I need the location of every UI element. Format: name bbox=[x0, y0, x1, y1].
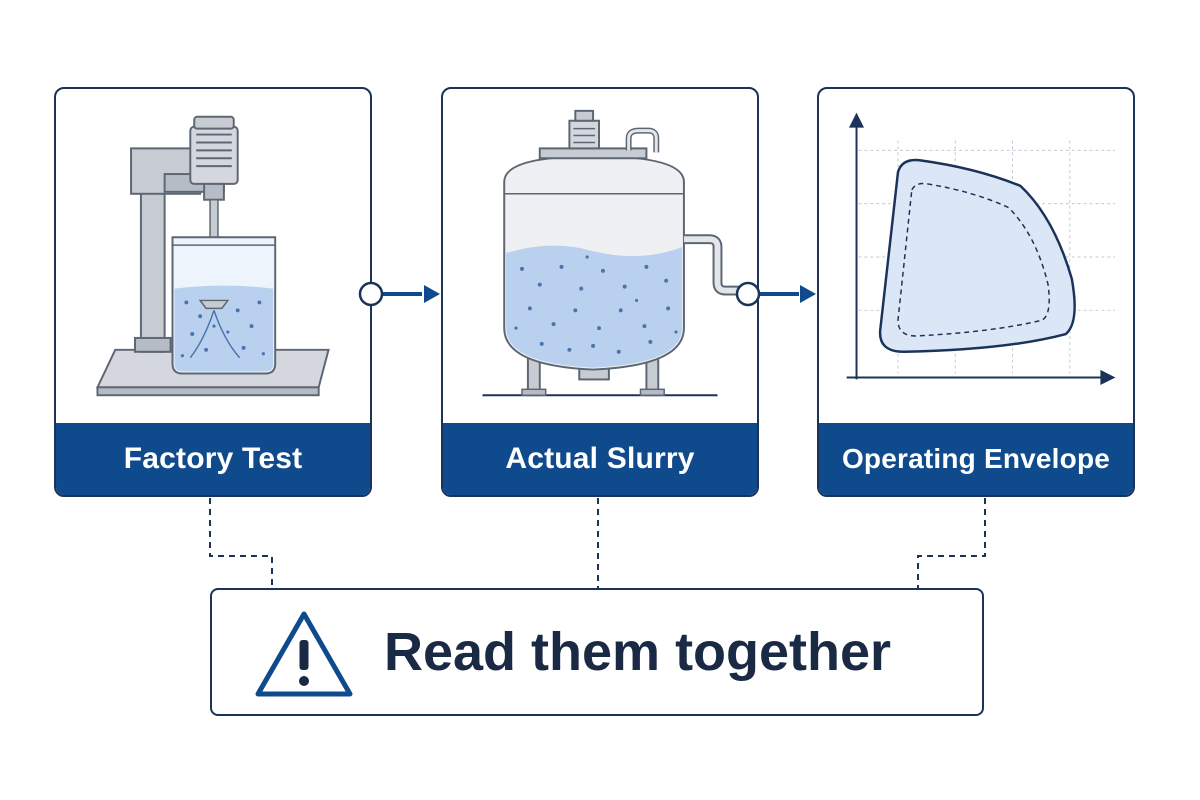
step-label: Actual Slurry bbox=[443, 423, 757, 495]
slurry-tank-icon bbox=[482, 109, 742, 397]
callout-text: Read them together bbox=[384, 622, 892, 682]
operating-envelope-card: Operating Envelope bbox=[817, 87, 1135, 497]
step-label: Operating Envelope bbox=[819, 423, 1133, 495]
mixer-beaker-icon bbox=[95, 115, 330, 397]
dashed-connector-1 bbox=[209, 498, 273, 590]
step-label: Factory Test bbox=[56, 423, 370, 495]
actual-slurry-card: Actual Slurry bbox=[441, 87, 759, 497]
callout-box: Read them together bbox=[210, 588, 984, 716]
warning-triangle-icon bbox=[255, 611, 353, 697]
dashed-connector-3 bbox=[917, 498, 986, 590]
envelope-chart-icon bbox=[846, 112, 1116, 385]
factory-test-card: Factory Test bbox=[54, 87, 372, 497]
flow-arrow-1-icon bbox=[358, 281, 440, 307]
